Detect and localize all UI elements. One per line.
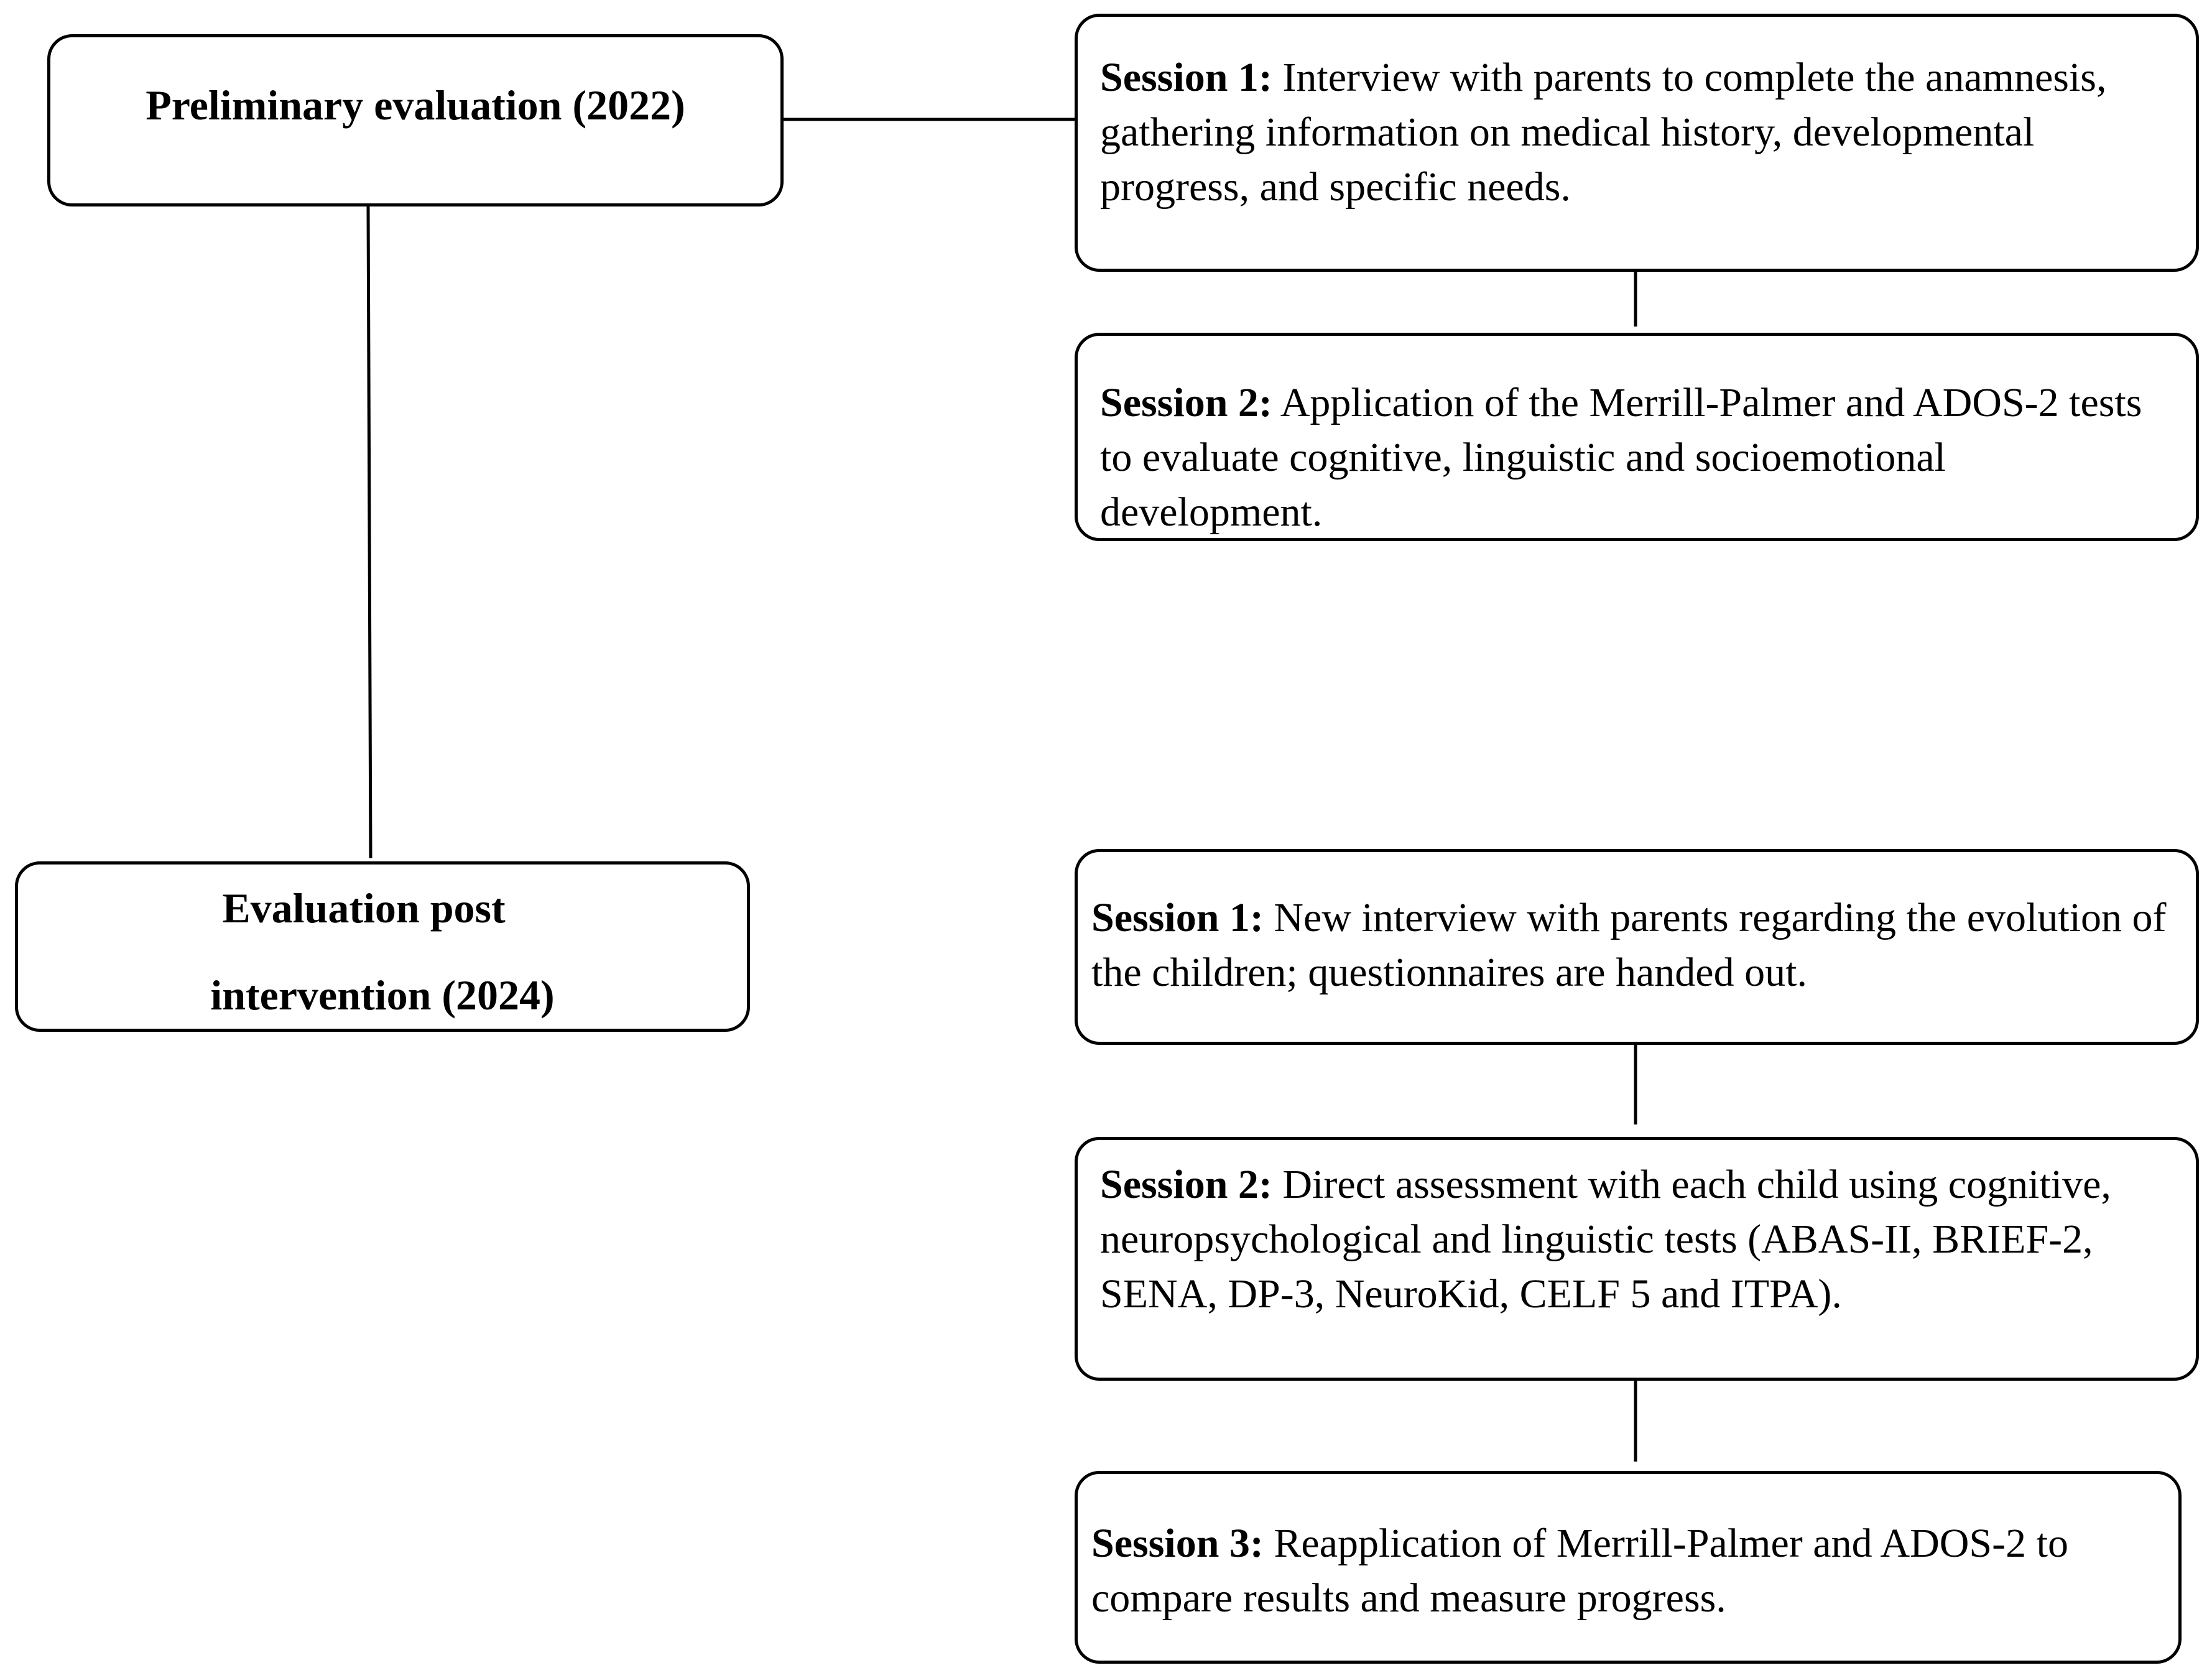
post-session-1-box: Session 1: New interview with parents re… — [1075, 849, 2199, 1045]
post-session-3-box: Session 3: Reapplication of Merrill-Palm… — [1075, 1471, 2182, 1664]
post-session-2-label: Session 2: — [1100, 1162, 1272, 1207]
preliminary-session-2-box: Session 2: Application of the Merrill-Pa… — [1075, 333, 2199, 541]
post-session-1-text: New interview with parents regarding the… — [1091, 895, 2167, 995]
preliminary-session-1-box: Session 1: Interview with parents to com… — [1075, 14, 2199, 272]
post-session-3-label: Session 3: — [1091, 1521, 1264, 1566]
post-session-2-box: Session 2: Direct assessment with each c… — [1075, 1137, 2199, 1381]
post-intervention-title-line1: Evaluation post — [222, 884, 506, 932]
post-intervention-title-line2: intervention (2024) — [210, 971, 555, 1019]
preliminary-evaluation-box: Preliminary evaluation (2022) — [47, 34, 784, 206]
preliminary-session-1-label: Session 1: — [1100, 55, 1272, 100]
post-intervention-evaluation-box: Evaluation post intervention (2024) — [15, 861, 750, 1032]
preliminary-evaluation-title: Preliminary evaluation (2022) — [146, 81, 685, 129]
connector-preliminary-to-post — [366, 206, 373, 859]
preliminary-session-2-label: Session 2: — [1100, 380, 1272, 425]
post-session-3-text: Reapplication of Merrill-Palmer and ADOS… — [1091, 1521, 2068, 1621]
preliminary-session-2-text: Application of the Merrill-Palmer and AD… — [1100, 380, 2142, 535]
post-session-1-label: Session 1: — [1091, 895, 1264, 940]
post-session-2-text: Direct assessment with each child using … — [1100, 1162, 2111, 1317]
preliminary-session-1-text: Interview with parents to complete the a… — [1100, 55, 2107, 210]
